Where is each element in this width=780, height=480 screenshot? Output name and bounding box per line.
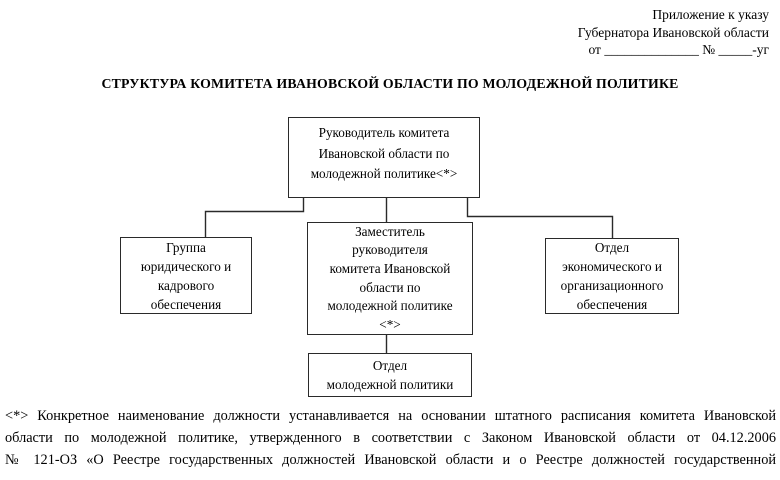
footnote-line-2: области по молодежной политике, утвержде…: [5, 429, 776, 446]
org-node-committee-head: Руководитель комитета Ивановской области…: [288, 117, 480, 198]
org-node-label: Отдел экономического и организационного …: [560, 240, 664, 312]
org-node-deputy-head: Заместитель руководителя комитета Иванов…: [307, 222, 473, 335]
org-node-youth-policy-dept: Отдел молодежной политики: [308, 353, 472, 397]
annex-header-line-1: Приложение к указу: [652, 7, 769, 22]
footnote: <*> Конкретное наименование должности ус…: [5, 406, 776, 471]
footnote-line-3: № 121-ОЗ «О Реестре государственных долж…: [5, 451, 776, 468]
annex-header: Приложение к указу Губернатора Ивановско…: [578, 6, 769, 59]
org-node-label: Заместитель руководителя комитета Иванов…: [327, 223, 453, 332]
document-title: СТРУКТУРА КОМИТЕТА ИВАНОВСКОЙ ОБЛАСТИ ПО…: [101, 76, 679, 91]
org-node-legal-hr-group: Группа юридического и кадрового обеспече…: [120, 237, 252, 314]
footnote-line-1: <*> Конкретное наименование должности ус…: [5, 408, 776, 424]
org-node-label: Группа юридического и кадрового обеспече…: [140, 239, 232, 312]
org-node-label: Руководитель комитета Ивановской области…: [310, 125, 458, 181]
org-node-economic-dept: Отдел экономического и организационного …: [545, 238, 679, 314]
annex-header-line-3: от ______________ № _____-уг: [588, 42, 769, 57]
org-node-label: Отдел молодежной политики: [326, 358, 454, 392]
annex-header-line-2: Губернатора Ивановской области: [577, 24, 769, 40]
